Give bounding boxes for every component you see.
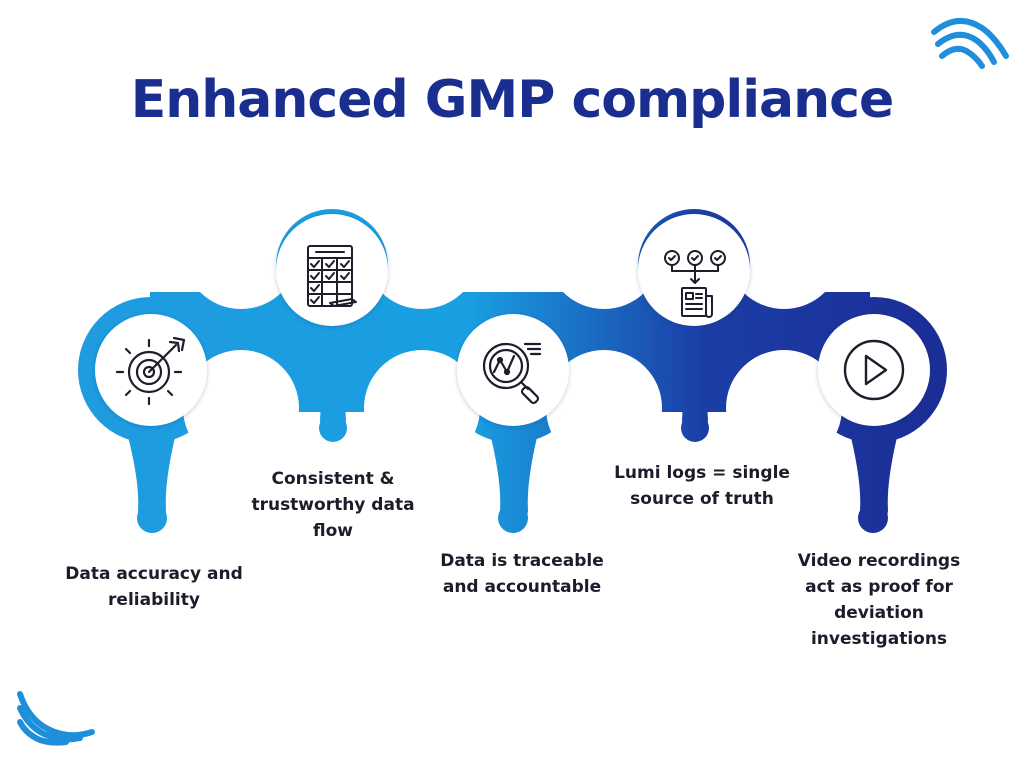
step-5-circle (818, 314, 930, 426)
magnifier-analytics-icon (482, 342, 542, 405)
wave-logo-bottom-left (17, 691, 95, 746)
wave-logo-top-right (931, 18, 1009, 69)
target-gear-icon (115, 336, 186, 406)
step-2-label: Consistent & trustworthy data flow (251, 469, 415, 541)
step-3-circle (457, 314, 569, 426)
checks-to-document-icon (664, 250, 726, 318)
step-4-label: Lumi logs = single source of truth (614, 463, 790, 509)
step-1-label: Data accuracy and reliability (65, 564, 243, 610)
step-5-label: Video recordings act as proof for deviat… (797, 551, 961, 649)
step-3-label: Data is traceable and accountable (440, 551, 604, 597)
page-title: Enhanced GMP compliance (130, 70, 895, 130)
play-button-icon (843, 339, 905, 401)
checklist-calendar-icon (307, 245, 357, 307)
